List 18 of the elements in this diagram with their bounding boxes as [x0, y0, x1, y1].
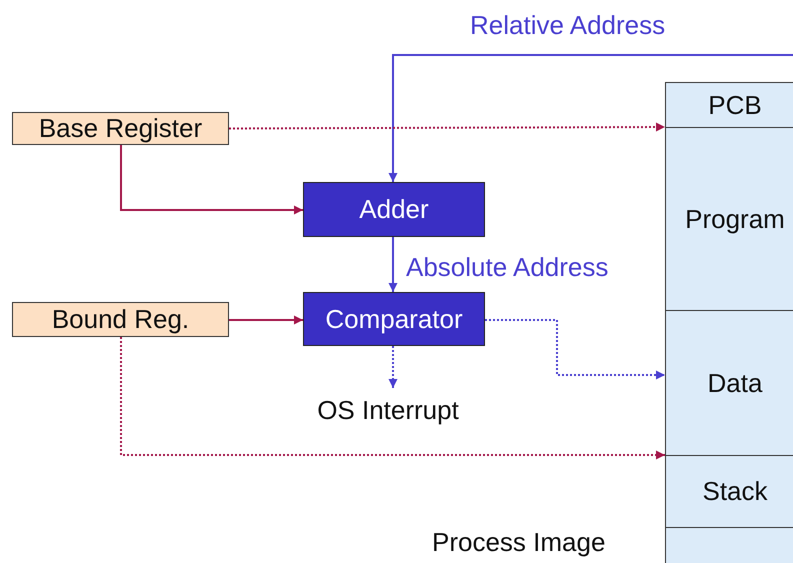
memory-segment: Stack	[665, 455, 793, 528]
dotted-arrow	[388, 346, 398, 388]
memory-segment: Program	[665, 127, 793, 311]
arrow	[229, 316, 303, 324]
register-box: Base Register	[12, 112, 229, 145]
memory-segment: Data	[665, 310, 793, 456]
memory-segment: PCB	[665, 82, 793, 128]
adder-box: Adder	[303, 182, 485, 237]
dotted-arrow	[120, 337, 665, 460]
arrow	[388, 237, 398, 292]
dotted-arrow	[485, 319, 665, 380]
register-box: Bound Reg.	[12, 302, 229, 337]
comparator-box: Comparator	[303, 292, 485, 346]
node-text: OS Interrupt	[298, 392, 478, 428]
arrow	[388, 54, 793, 182]
caption-label: Process Image	[432, 527, 606, 558]
arrow	[120, 145, 303, 214]
dotted-arrow	[229, 122, 665, 132]
